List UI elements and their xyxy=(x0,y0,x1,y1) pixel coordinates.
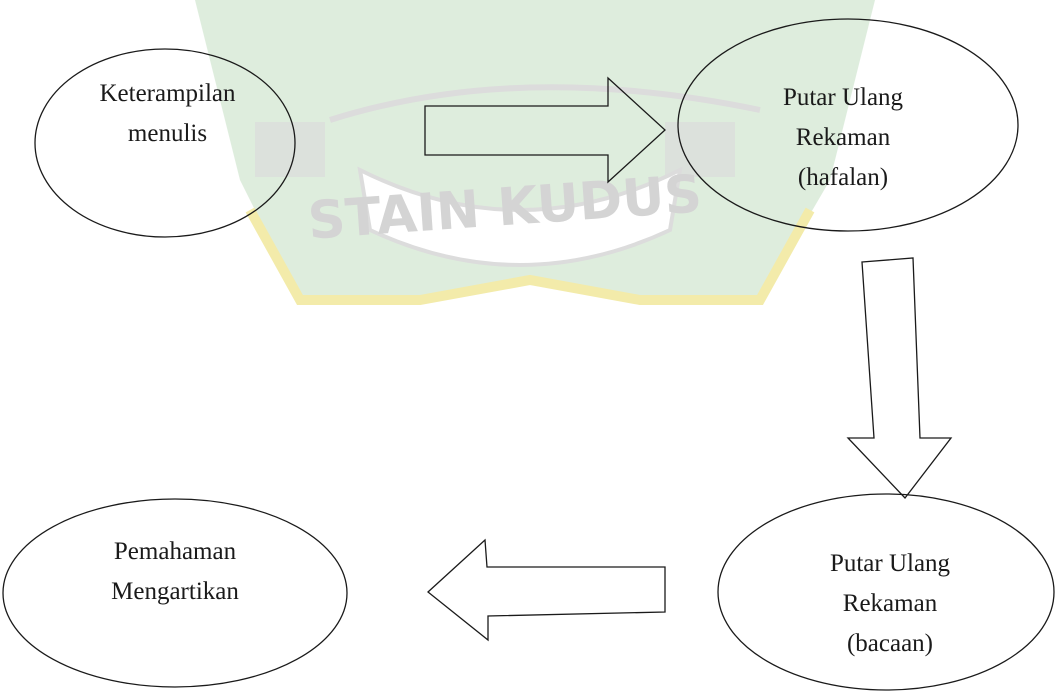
node-pemahaman-label: Pemahaman Mengartikan xyxy=(80,532,270,612)
node-bacaan-line-2: Rekaman xyxy=(842,590,938,617)
arrow-right xyxy=(424,76,666,184)
watermark-seal: STAIN KUDUS xyxy=(195,0,875,305)
node-hafalan-line-3: (hafalan) xyxy=(797,164,889,191)
node-bacaan-line-3: (bacaan) xyxy=(846,630,934,657)
node-keterampilan-label: Keterampilan menulis xyxy=(80,74,255,154)
node-pemahaman-shape xyxy=(2,498,348,688)
node-bacaan-line-1: Putar Ulang xyxy=(829,550,951,577)
node-keterampilan-line-1: Keterampilan xyxy=(99,80,236,107)
arrow-left xyxy=(427,538,666,642)
node-hafalan-line-2: Rekaman xyxy=(795,124,891,151)
node-keterampilan-shape xyxy=(34,48,296,238)
arrow-down xyxy=(846,257,953,499)
node-bacaan-label: Putar Ulang Rekaman (bacaan) xyxy=(790,544,990,664)
node-hafalan-shape xyxy=(677,18,1019,232)
node-hafalan-label: Putar Ulang Rekaman (hafalan) xyxy=(748,78,938,198)
node-bacaan-shape xyxy=(717,493,1055,691)
node-pemahaman-line-1: Pemahaman xyxy=(113,538,237,565)
node-keterampilan-line-2: menulis xyxy=(127,120,208,147)
node-hafalan-line-1: Putar Ulang xyxy=(782,84,904,111)
node-pemahaman-line-2: Mengartikan xyxy=(111,578,239,605)
